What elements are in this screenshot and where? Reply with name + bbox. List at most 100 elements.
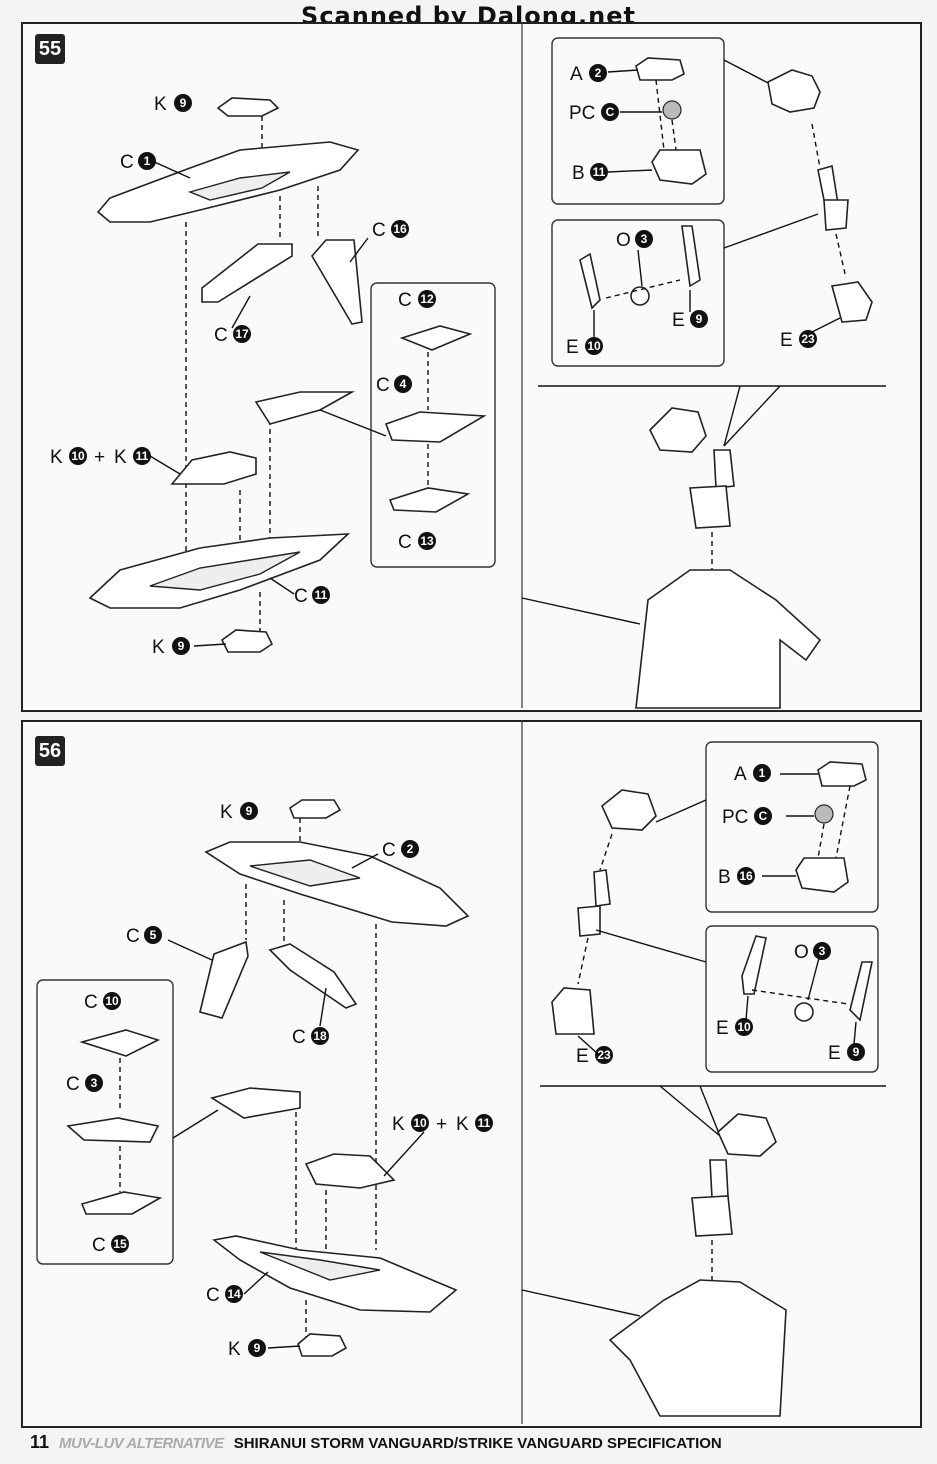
label-b16: B 16 bbox=[718, 867, 755, 888]
svg-text:11: 11 bbox=[136, 449, 149, 463]
svg-text:A: A bbox=[734, 764, 747, 785]
svg-text:C: C bbox=[66, 1074, 80, 1095]
svg-text:C: C bbox=[206, 1285, 220, 1306]
svg-text:E: E bbox=[780, 330, 793, 351]
svg-text:5: 5 bbox=[150, 928, 157, 942]
label-c2: C 2 bbox=[382, 840, 419, 861]
part-b11 bbox=[651, 149, 707, 185]
svg-text:9: 9 bbox=[246, 804, 253, 818]
svg-text:C: C bbox=[759, 809, 768, 823]
part-c17 bbox=[201, 243, 293, 303]
svg-text:C: C bbox=[126, 926, 140, 947]
svg-text:C: C bbox=[120, 152, 134, 173]
svg-text:K: K bbox=[50, 447, 63, 468]
label-e9: E 9 bbox=[828, 1043, 865, 1064]
label-k9-bottom: K 9 bbox=[152, 637, 190, 658]
svg-text:15: 15 bbox=[113, 1237, 127, 1251]
label-k9-top: K 9 bbox=[220, 802, 258, 823]
svg-text:C: C bbox=[376, 375, 390, 396]
svg-text:9: 9 bbox=[254, 1341, 261, 1355]
label-o3: O 3 bbox=[794, 942, 831, 963]
series-name: MUV-LUV ALTERNATIVE bbox=[59, 1435, 224, 1452]
label-c18: C 18 bbox=[292, 1027, 329, 1048]
svg-text:C: C bbox=[606, 105, 615, 119]
part-k9 bbox=[289, 799, 342, 819]
label-a1: A 1 bbox=[734, 764, 771, 785]
svg-text:16: 16 bbox=[739, 869, 753, 883]
part-cap-on-body bbox=[649, 407, 707, 453]
body-shoulder bbox=[608, 1279, 787, 1417]
subassembly-box-joint bbox=[551, 219, 725, 367]
svg-text:C: C bbox=[84, 992, 98, 1013]
label-c13: C 13 bbox=[398, 532, 436, 553]
label-e23: E 23 bbox=[780, 330, 817, 351]
svg-text:2: 2 bbox=[595, 66, 602, 80]
part-e9 bbox=[681, 225, 701, 288]
label-c14: C 14 bbox=[206, 1285, 243, 1306]
part-c4 bbox=[384, 411, 487, 443]
part-e10 bbox=[741, 935, 767, 995]
svg-text:E: E bbox=[576, 1046, 589, 1067]
label-c15: C 15 bbox=[92, 1235, 129, 1256]
part-c13 bbox=[388, 487, 471, 513]
body-shoulder bbox=[635, 569, 822, 709]
step-number-badge: 55 bbox=[35, 34, 65, 64]
label-c11: C 11 bbox=[294, 586, 330, 607]
svg-text:10: 10 bbox=[105, 994, 119, 1008]
svg-text:O: O bbox=[616, 230, 631, 251]
label-e23: E 23 bbox=[576, 1046, 613, 1067]
svg-text:3: 3 bbox=[91, 1076, 98, 1090]
subassembly-box-joint bbox=[705, 925, 879, 1073]
svg-text:23: 23 bbox=[597, 1048, 611, 1062]
part-b16 bbox=[795, 857, 849, 893]
part-o3 bbox=[630, 286, 650, 306]
svg-text:C: C bbox=[214, 325, 228, 346]
label-k10-plus-k11: K 10 + K 11 bbox=[392, 1114, 493, 1135]
part-c5 bbox=[199, 940, 249, 1019]
svg-text:E: E bbox=[672, 310, 685, 331]
svg-text:13: 13 bbox=[420, 534, 434, 548]
svg-text:PC: PC bbox=[569, 103, 595, 124]
subassembly-box-cap bbox=[551, 37, 725, 205]
part-c16 bbox=[311, 239, 363, 325]
svg-text:C: C bbox=[372, 220, 386, 241]
part-k10-k11 bbox=[304, 1153, 396, 1189]
svg-text:4: 4 bbox=[400, 377, 407, 391]
svg-text:K: K bbox=[456, 1114, 469, 1135]
part-c3 bbox=[66, 1117, 160, 1143]
step-number-badge: 56 bbox=[35, 736, 65, 766]
label-c1: C 1 bbox=[120, 152, 156, 173]
svg-text:C: C bbox=[398, 290, 412, 311]
part-e9 bbox=[849, 961, 873, 1022]
subassembly-box-cap bbox=[705, 741, 879, 913]
svg-text:1: 1 bbox=[759, 766, 766, 780]
part-joint bbox=[593, 869, 611, 907]
svg-text:23: 23 bbox=[801, 332, 815, 346]
part-e10 bbox=[579, 252, 601, 310]
label-c5: C 5 bbox=[126, 926, 162, 947]
svg-text:1: 1 bbox=[144, 154, 151, 168]
label-c12: C 12 bbox=[398, 290, 436, 311]
label-e10: E 10 bbox=[566, 337, 603, 358]
label-e10: E 10 bbox=[716, 1018, 753, 1039]
part-o3 bbox=[794, 1002, 814, 1022]
subassembly-box bbox=[36, 979, 174, 1265]
page-number: 11 bbox=[30, 1432, 50, 1452]
part-c4-assembly bbox=[254, 391, 356, 425]
part-c18 bbox=[268, 943, 358, 1009]
label-b11: B 11 bbox=[572, 163, 608, 184]
svg-text:9: 9 bbox=[853, 1045, 860, 1059]
svg-text:2: 2 bbox=[407, 842, 414, 856]
label-k9-top: K 9 bbox=[154, 94, 192, 115]
label-o3: O 3 bbox=[616, 230, 653, 251]
svg-text:E: E bbox=[716, 1018, 729, 1039]
label-e9: E 9 bbox=[672, 310, 708, 331]
svg-text:11: 11 bbox=[315, 588, 328, 602]
svg-text:B: B bbox=[572, 163, 585, 184]
subassembly-box bbox=[370, 282, 496, 568]
svg-text:+: + bbox=[436, 1114, 447, 1135]
part-c2 bbox=[204, 841, 470, 927]
svg-text:B: B bbox=[718, 867, 731, 888]
part-c12 bbox=[399, 325, 473, 351]
